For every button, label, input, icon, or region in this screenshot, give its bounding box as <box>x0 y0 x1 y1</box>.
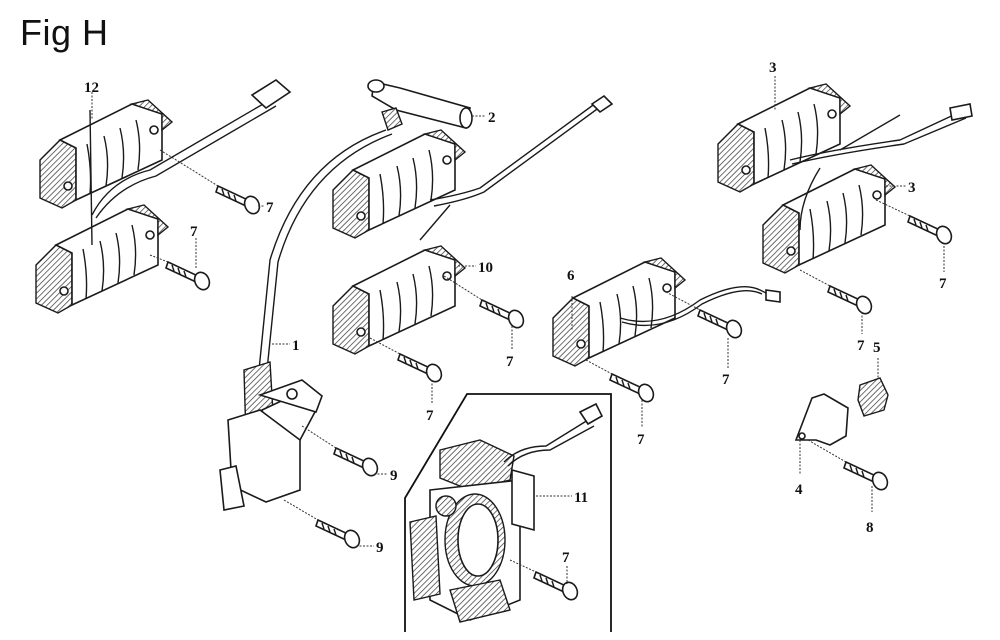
figure-title: Fig H <box>20 12 109 53</box>
callout-7-g: 7 <box>562 550 570 566</box>
callout-7-i: 7 <box>857 338 865 354</box>
coil-6-connector <box>765 289 781 303</box>
callout-9-a: 9 <box>390 468 398 484</box>
bolt-8 <box>843 461 891 493</box>
grommet <box>857 377 889 417</box>
charge-coil-10 <box>332 245 466 355</box>
charge-coil-3-lower <box>762 164 896 274</box>
leader-8-hole <box>807 439 847 463</box>
leader-7f-hole <box>585 359 613 375</box>
leader-7a-hole <box>159 149 219 187</box>
coil-3-wire <box>789 111 967 165</box>
callout-10: 10 <box>478 260 493 276</box>
callout-7-d: 7 <box>426 408 434 424</box>
charge-coil-12-lower <box>35 204 169 314</box>
high-tension-lead <box>257 129 393 381</box>
coil-12-wire <box>91 99 277 219</box>
coil-3-connector <box>949 103 973 121</box>
leader-7c-hole <box>443 275 483 301</box>
callout-9-b: 9 <box>376 540 384 556</box>
leader-9b-hole <box>283 499 319 521</box>
callout-5: 5 <box>873 340 881 356</box>
leader-7i-hole <box>799 269 831 287</box>
bolt-7i <box>827 285 875 317</box>
callout-7-f: 7 <box>637 432 645 448</box>
callout-12: 12 <box>84 80 99 96</box>
charge-coil-3-upper <box>717 83 851 193</box>
bolt-9a <box>333 447 381 479</box>
leader-9a-hole <box>301 425 337 449</box>
stator <box>409 439 535 623</box>
callout-11: 11 <box>574 490 588 506</box>
callout-7-e: 7 <box>722 372 730 388</box>
coil-6-wire <box>619 285 781 327</box>
center-coil-link-wire <box>419 204 451 241</box>
leader-7e-hole <box>665 291 701 311</box>
bolt-7d <box>397 353 445 385</box>
leader-7h-hole <box>875 199 911 217</box>
connector-12 <box>250 79 292 110</box>
callout-4: 4 <box>795 482 803 498</box>
bolt-7e <box>697 309 745 341</box>
stator-inset-frame <box>404 393 612 632</box>
callout-3-a: 3 <box>769 60 777 76</box>
leader-7d-hole <box>369 337 401 355</box>
bolt-7f <box>609 373 657 405</box>
callout-1: 1 <box>292 338 300 354</box>
coil-3-link-wire <box>799 167 821 231</box>
callout-7-h: 7 <box>939 276 947 292</box>
bolt-7h <box>907 215 955 247</box>
coil-12-ground-wire <box>89 109 93 246</box>
callout-3-b: 3 <box>908 180 916 196</box>
center-coil-wire <box>429 99 605 207</box>
stator-wire <box>503 419 595 467</box>
center-connector <box>590 94 614 114</box>
charge-coil-12-upper <box>39 99 173 209</box>
bolt-7b <box>165 261 213 293</box>
callout-6: 6 <box>567 268 575 284</box>
spark-plug-cap <box>367 79 473 131</box>
callout-8: 8 <box>866 520 874 536</box>
callout-7-c: 7 <box>506 354 514 370</box>
bolt-9b <box>315 519 363 551</box>
bolt-7c <box>479 299 527 331</box>
callout-7-a: 7 <box>266 200 274 216</box>
callout-7-b: 7 <box>190 224 198 240</box>
leader-7g-hole <box>509 559 537 573</box>
ignition-coil <box>219 361 323 511</box>
stator-connector <box>578 402 604 426</box>
bolt-7a <box>215 185 263 217</box>
bracket <box>794 393 849 446</box>
bolt-7g <box>533 571 581 603</box>
callout-2: 2 <box>488 110 496 126</box>
